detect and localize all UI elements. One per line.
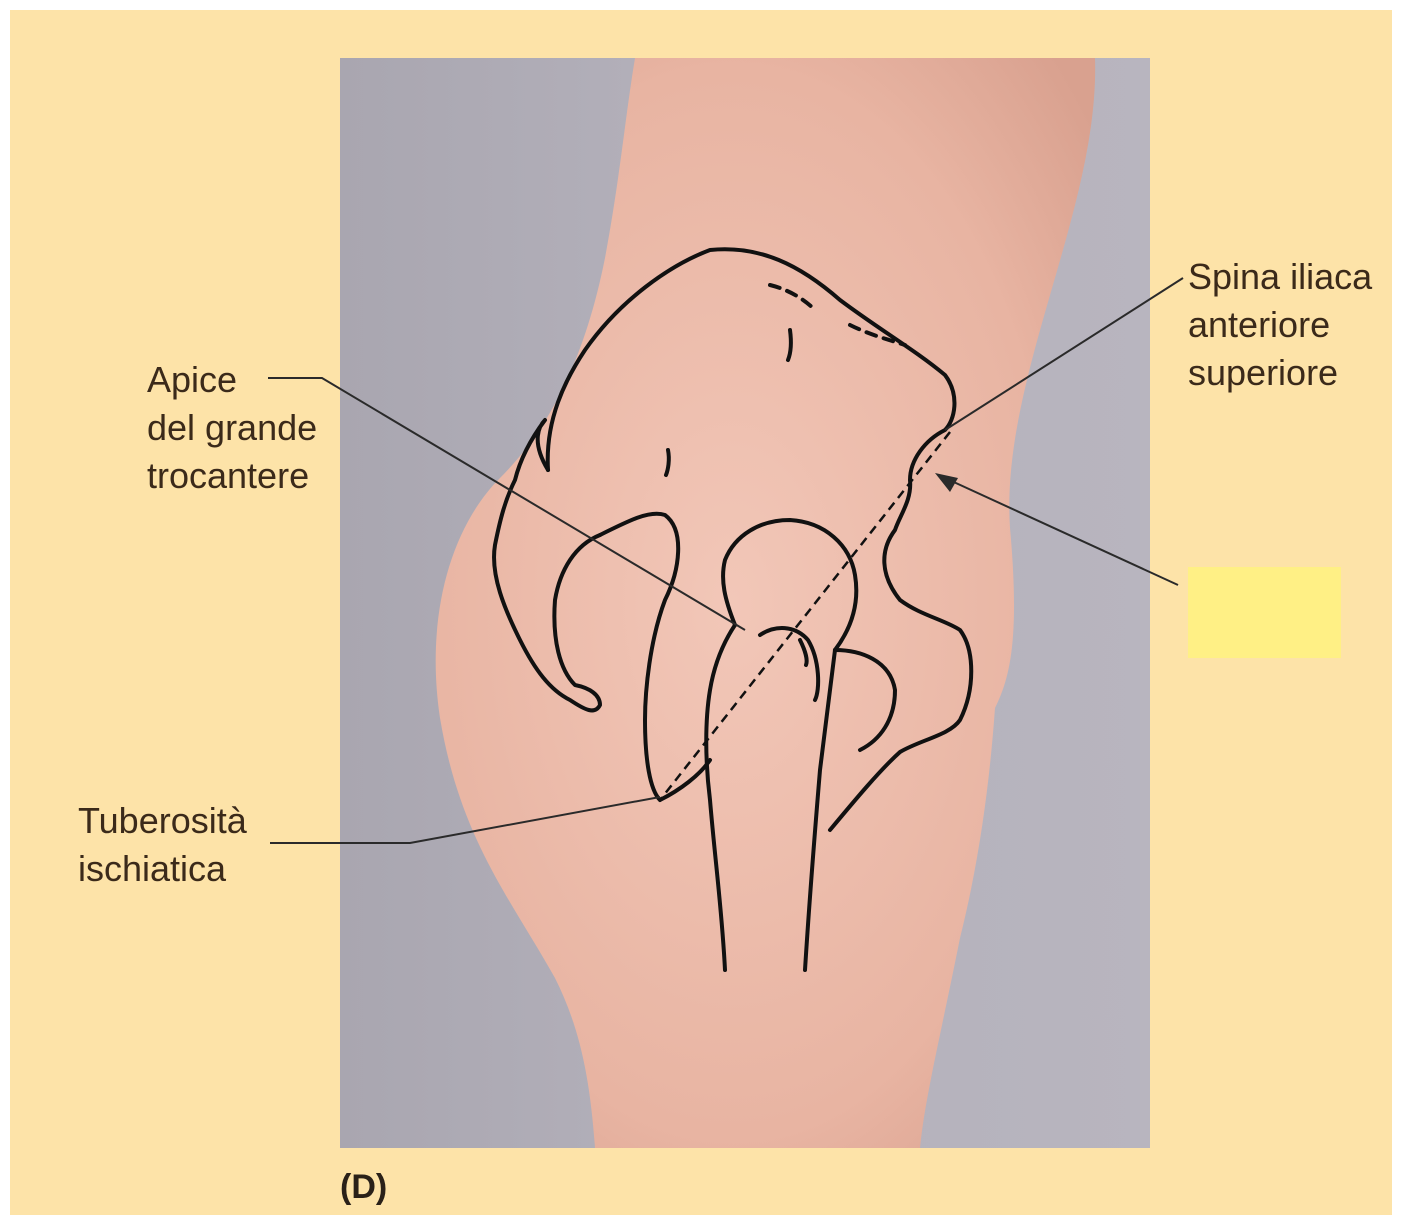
leader-hidden <box>945 478 1178 585</box>
arrow-head <box>935 473 958 492</box>
leader-ischial <box>270 797 660 843</box>
greater-trochanter <box>760 628 818 700</box>
ischium <box>660 760 710 800</box>
femur-shaft <box>706 625 735 970</box>
hidden-label-box[interactable] <box>1188 567 1341 658</box>
label-ischial-tuberosity: Tuberosità ischiatica <box>78 797 247 893</box>
panel-letter: (D) <box>340 1168 387 1207</box>
label-asis: Spina iliaca anteriore superiore <box>1188 253 1372 397</box>
sciatic-notch <box>600 514 678 800</box>
leader-asis <box>945 278 1183 430</box>
label-greater-trochanter: Apice del grande trocantere <box>147 356 317 500</box>
nelaton-line <box>660 432 950 800</box>
ilium-outline <box>548 249 972 830</box>
